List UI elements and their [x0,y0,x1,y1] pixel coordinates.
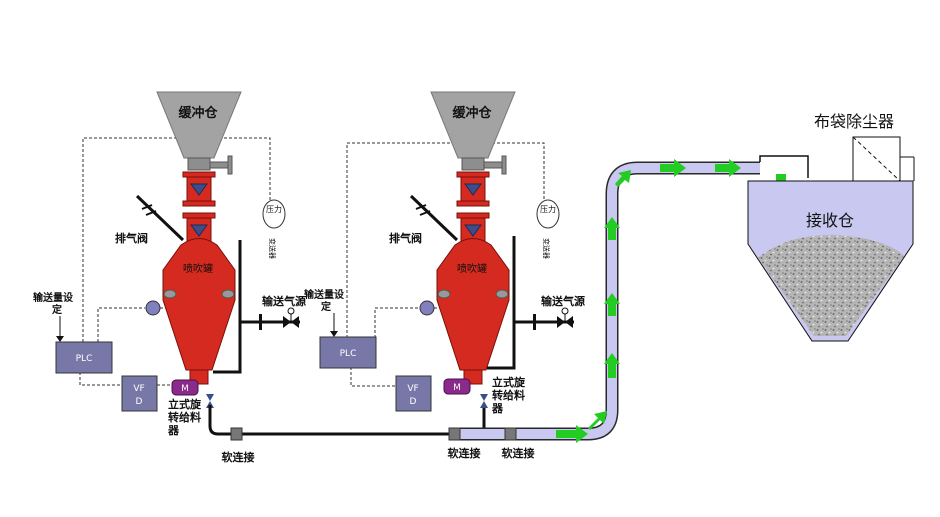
motor-icon [443,378,471,395]
flange-mid [456,200,490,207]
plc-box [319,336,377,369]
pressure-gauge-icon [536,199,560,229]
bin-label: 接收仓 [806,211,854,230]
blow-tank [436,238,510,371]
feeder-label-2: 转给料 [168,410,201,424]
setpoint-label-2: 定 [52,303,62,316]
flow-arrow-up-2 [604,293,620,316]
soft-connector-3 [504,427,517,441]
feeder-label-1: 立式旋 [492,375,526,389]
flange-upper [456,171,490,178]
side-inlet-pipe [209,161,231,169]
level-sensor-icon [419,300,435,316]
motor-icon [171,379,199,396]
soft-connector-label-3: 软连接 [502,446,535,460]
blow-tank-unit-1: 缓冲仓 排气阀 喷吹罐 压力 变送器 [33,91,306,437]
buffer-hopper [430,91,516,159]
side-inlet-flange [227,155,233,175]
tank-support-right [495,289,509,299]
air-flange [259,314,262,330]
tank-support-left [437,289,451,299]
blow-tank-unit-2: 缓冲仓 排气阀 喷吹罐 压力 变送器 输送气源 输送量设 定 [304,91,585,415]
flow-arrow-diag [588,411,607,430]
motor-label: M [181,384,189,394]
plc-label: PLC [76,354,93,364]
hopper-neck [187,157,211,171]
feeder-label-1: 立式旋 [168,397,202,411]
flow-arrow-right-2 [660,159,686,177]
exhaust-pipe [409,194,459,242]
receiving-bin: 布袋除尘器 接收仓 [747,112,915,342]
side-inlet-flange [501,155,507,175]
buffer-hopper-label: 缓冲仓 [452,105,492,121]
blow-tank-label: 喷吹罐 [457,262,487,275]
plc-box [55,341,113,374]
plc-label: PLC [340,349,357,359]
air-supply-line [213,240,242,374]
bin-inlet-hood [759,155,809,178]
feeder-label-2: 转给料 [492,388,525,402]
feeder-label-3: 器 [491,402,504,415]
level-sensor-icon [145,300,161,316]
flow-arrow-up-3 [604,217,620,240]
bag-filter-label: 布袋除尘器 [814,112,894,131]
vfd-label-1: VF [133,384,144,394]
exhaust-pipe [135,194,185,242]
pressure-gauge-icon [262,199,286,229]
tank-support-right [221,289,235,299]
flange-mid [182,200,216,207]
vfd-label-2: D [410,397,417,407]
butterfly-valve-lower-icon [464,224,482,237]
pressure-gauge-label-2: 变送器 [268,238,277,259]
setpoint-label-1: 输送量设 [33,291,73,304]
bin-powder [758,235,904,336]
buffer-hopper [156,91,242,159]
pressure-gauge-label-1: 压力 [540,204,556,214]
feeder-valve-icon [480,394,488,408]
soft-connector-2 [448,427,461,441]
butterfly-valve-upper-icon [464,183,482,196]
air-supply-line [487,236,516,370]
soft-connector-1 [230,427,243,441]
exhaust-valve-icon [415,204,431,216]
exhaust-valve-label: 排气阀 [115,231,148,245]
air-flange [533,314,536,330]
vfd-box [121,375,158,412]
flange-mid-2 [182,212,216,219]
motor-label: M [453,383,461,393]
setpoint-label-1: 输送量设 [304,288,344,301]
pressure-gauge-label-1: 压力 [266,204,282,214]
vfd-box [395,375,432,412]
flange-upper [182,171,216,178]
flow-arrow-right-3 [715,159,741,177]
soft-connector-label-1: 软连接 [222,450,255,464]
flow-arrow-right-1 [556,425,588,443]
soft-connector-label-2: 软连接 [448,446,481,460]
hopper-neck [461,157,485,171]
butterfly-valve-lower-icon [190,224,208,237]
flow-arrow-diag-top [615,170,631,187]
flow-arrow-up-1 [604,353,620,378]
transport-line-unit-1 [208,405,455,436]
pressure-gauge-label-2: 变送器 [542,238,551,259]
vfd-label-2: D [136,397,143,407]
exhaust-valve-icon [141,204,157,216]
feeder-valve-icon [206,394,214,408]
air-source-label: 输送气源 [541,294,585,308]
butterfly-valve-upper-icon [190,183,208,196]
flange-mid-2 [456,212,490,219]
blow-tank-label: 喷吹罐 [183,262,213,275]
buffer-hopper-label: 缓冲仓 [178,105,218,121]
vfd-label-1: VF [407,384,418,394]
exhaust-valve-label: 排气阀 [389,231,422,245]
tank-support-left [163,289,177,299]
air-source-label: 输送气源 [262,294,306,308]
side-inlet-pipe [483,161,505,169]
setpoint-label-2: 定 [321,300,331,313]
feeder-label-3: 器 [167,424,180,437]
blow-tank [162,238,236,371]
